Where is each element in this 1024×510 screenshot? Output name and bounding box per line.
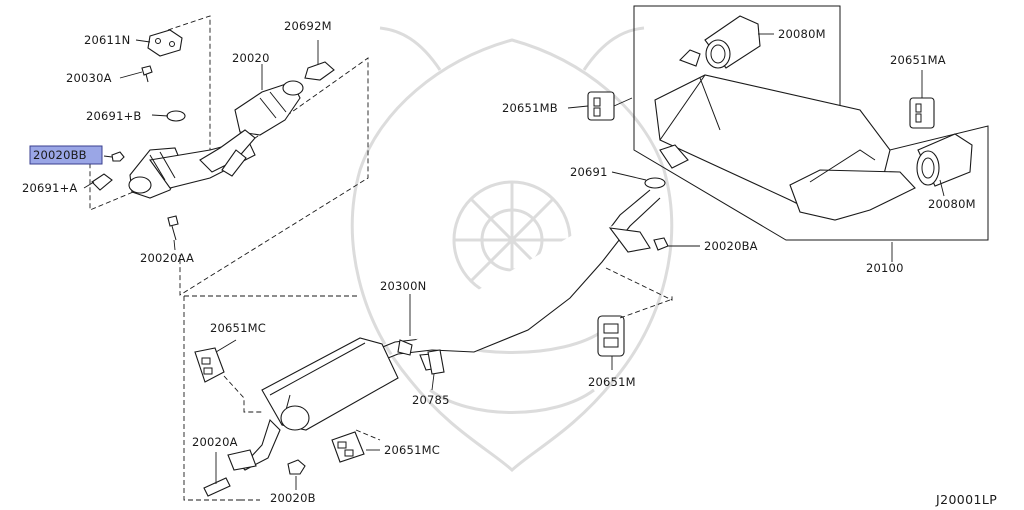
center-pipe-20300N <box>374 189 669 371</box>
nut-20020BB <box>111 151 125 162</box>
dashed-guide-20651M <box>605 267 673 319</box>
hanger-20651MB <box>587 91 615 121</box>
stud-20020AA <box>167 215 179 241</box>
callout-20692M[interactable]: 20692M <box>284 19 332 33</box>
watermark-emblem <box>350 26 674 473</box>
callout-20020BA[interactable]: 20020BA <box>704 239 758 253</box>
leader-lines <box>83 33 945 490</box>
hanger-20651M <box>597 315 625 357</box>
pre-muffler-group <box>183 295 399 501</box>
bolt-20030A <box>141 65 153 83</box>
front-pipe-group <box>89 15 369 296</box>
muffler-20100 <box>654 49 916 221</box>
callout-20100[interactable]: 20100 <box>866 261 904 275</box>
highlight-box-20020BB <box>29 145 103 165</box>
callout-20080M-right[interactable]: 20080M <box>928 197 976 211</box>
tail-tip-20080M-right <box>916 133 973 187</box>
hanger-20651MC-bottom <box>331 431 365 463</box>
callout-20020AA[interactable]: 20020AA <box>140 251 194 265</box>
diagram-reference-code: J20001LP <box>935 492 997 507</box>
callout-20691B[interactable]: 20691+B <box>86 109 142 123</box>
callout-20651MA[interactable]: 20651MA <box>890 53 946 67</box>
gasket-20691 <box>644 177 666 189</box>
callout-20300N[interactable]: 20300N <box>380 279 426 293</box>
callout-20651MC-bottom[interactable]: 20651MC <box>384 443 440 457</box>
callout-20651M[interactable]: 20651M <box>588 375 636 389</box>
callout-20651MB[interactable]: 20651MB <box>502 101 558 115</box>
callout-20080M-top[interactable]: 20080M <box>778 27 826 41</box>
callout-20030A[interactable]: 20030A <box>66 71 112 85</box>
hanger-20651MC-left <box>194 347 225 383</box>
callout-20785[interactable]: 20785 <box>412 393 450 407</box>
callout-20020A[interactable]: 20020A <box>192 435 238 449</box>
hanger-20651MA <box>909 97 935 129</box>
clamp-20785 <box>427 349 445 375</box>
callout-20611N[interactable]: 20611N <box>84 33 130 47</box>
callout-20691A[interactable]: 20691+A <box>22 181 78 195</box>
nut-20020B <box>287 459 306 475</box>
main-muffler-group <box>587 5 989 241</box>
callout-20691[interactable]: 20691 <box>570 165 608 179</box>
callout-20020BB[interactable]: 20020BB <box>33 148 87 162</box>
stud-20020A <box>203 477 231 497</box>
tail-tip-20080M-top <box>704 15 761 69</box>
bracket-20611N <box>147 29 183 57</box>
callout-20020B[interactable]: 20020B <box>270 491 316 505</box>
gasket-20691A <box>91 173 113 191</box>
callout-20020[interactable]: 20020 <box>232 51 270 65</box>
callout-20651MC-left[interactable]: 20651MC <box>210 321 266 335</box>
gasket-20691B <box>166 110 186 122</box>
gasket-20692M <box>304 61 335 81</box>
catalytic-converter-20020 <box>128 80 304 199</box>
